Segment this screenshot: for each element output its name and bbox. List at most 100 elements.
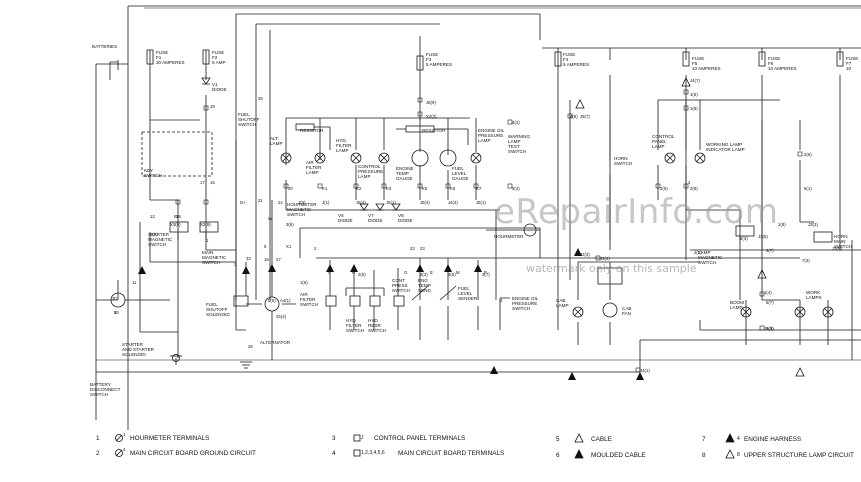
alternator-label: ALTERNATOR: [260, 340, 291, 345]
terminal-number: K6: [450, 186, 456, 191]
terminal-number: 15: [210, 180, 215, 185]
fuel-level-sender-label: FUEL LEVEL SENDER: [458, 286, 478, 301]
engine-oil-pressure-lamp-label: ENGINE OIL PRESSURE LAMP: [478, 128, 505, 143]
fuse-f4-label: FUSE F4 5 AMPERES: [563, 52, 590, 67]
terminal-number: J5(1): [476, 200, 486, 205]
terminal-number: 17: [200, 180, 205, 185]
control-pressure-lamp-label: CONTROL PRESSURE LAMP: [358, 164, 384, 179]
eng-temp-send-label: ENG TEMP SEND: [418, 278, 431, 293]
work-lamps-label: WORK LAMPS: [806, 290, 822, 300]
terminal-number: J6(1): [386, 200, 396, 205]
resistor-2-label: RESISTOR: [422, 128, 446, 133]
terminal-number: 12: [150, 214, 155, 219]
legend-number: 3: [332, 435, 336, 442]
cab-fan-label: CAB FAN: [622, 306, 632, 316]
terminal-number: 1(6): [300, 280, 308, 285]
terminal-number: G: [404, 270, 408, 275]
terminal-number: P: [484, 270, 487, 275]
terminal-number: J2(3): [580, 252, 590, 257]
terminal-number: J(1): [322, 200, 330, 205]
terminal-number: J4(4): [448, 200, 458, 205]
fuel-level-gauge-label: FUEL LEVEL GAUGE: [452, 166, 469, 181]
key-switch-label: KEY SWITCH: [144, 168, 163, 178]
horn-switch-label: HORN SWITCH: [614, 156, 633, 166]
cont-press-switch-label: CONT PRESS SWITCH: [392, 278, 411, 293]
terminal-number: 50: [114, 310, 119, 315]
legend-number: 5: [556, 436, 560, 443]
air-filter-switch-label: AIR FILTER SWITCH: [300, 292, 319, 307]
terminal-number: X3(9): [170, 222, 181, 227]
legend-superscript: 1: [123, 432, 126, 437]
legend-superscript: 1,2,3,4,5,6: [361, 450, 385, 456]
hourmeter-label: HOURMETER: [494, 234, 524, 239]
terminal-number: E: [430, 270, 433, 275]
terminal-number: J6(4): [356, 200, 366, 205]
terminal-number: 3(7): [482, 272, 490, 277]
resistor-1-label: RESISTOR: [300, 128, 324, 133]
terminal-number: 2(7): [766, 248, 774, 253]
legend-text: ENGINE HARNESS: [744, 436, 802, 443]
lamp-magnetic-switch-label: LAMP MAGNETIC SWITCH: [698, 250, 723, 265]
legend-superscript: 4: [737, 436, 740, 442]
terminal-number: J3(3): [808, 222, 818, 227]
legend-text: CABLE: [591, 436, 612, 443]
terminal-number: 2(3): [740, 236, 748, 241]
legend-text: HOURMETER TERMINALS: [130, 435, 210, 442]
legend-number: 7: [702, 436, 706, 443]
v8-diode-label: V8 DIODE: [398, 213, 413, 223]
terminal-number: J6(9): [426, 100, 436, 105]
terminal-number: 4: [500, 298, 503, 303]
working-lamp-indicator-label: WORKING LAMP INDICATOR LAMP: [706, 142, 745, 152]
terminal-number: J1(4): [600, 256, 610, 261]
terminal-number: 3(5): [286, 222, 294, 227]
watermark-main: eRepairInfo.com: [494, 192, 779, 232]
v6-diode-label: V6 DIODE: [338, 213, 353, 223]
terminal-number: J5(4): [420, 200, 430, 205]
terminal-number: B: [174, 214, 177, 219]
terminal-number: J4(1): [640, 368, 650, 373]
fuel-shutoff-solenoid-label: FUEL SHUTOFF SOLENOID: [206, 302, 230, 317]
terminal-number: J3(5): [758, 234, 768, 239]
fuse-f2-label: FUSE F2 5 AMP: [212, 50, 226, 65]
terminal-number: 2(6): [804, 152, 812, 157]
main-magnetic-switch-label: MAIN MAGNETIC SWITCH: [202, 250, 227, 265]
terminal-number: 3(6): [448, 272, 456, 277]
legend-number: 8: [702, 452, 706, 459]
starter-solenoid-label: STARTER AND STARTER SOLENOID: [122, 342, 154, 357]
terminal-number: 2(5): [660, 186, 668, 191]
cable-markers: [138, 77, 805, 380]
legend-superscript: 8: [737, 452, 740, 458]
terminal-number: 6(9): [766, 326, 774, 331]
terminal-number: D+: [240, 200, 246, 205]
cab-lamp-label: CAB LAMP: [556, 298, 569, 308]
terminal-number: 18: [176, 214, 181, 219]
legend-text: MOULDED CABLE: [591, 452, 646, 459]
hyd-filter-switch-label: HYD FILTER SWITCH: [346, 318, 365, 333]
terminal-number: J3(9): [832, 246, 842, 251]
boom-lamp-label: BOOM LAMP: [730, 300, 745, 310]
legend-number: 4: [332, 450, 336, 457]
legend-number: 6: [556, 452, 560, 459]
terminal-number: 3: [114, 310, 117, 315]
terminal-number: 2: [688, 180, 691, 185]
terminal-number: 25(4): [276, 314, 287, 319]
terminal-number: 4(9): [570, 114, 578, 119]
terminal-number: 3(3): [420, 272, 428, 277]
terminal-number: H: [352, 270, 356, 275]
ground-symbols: [170, 354, 252, 369]
terminal-number: 22: [410, 246, 415, 251]
terminals: [175, 89, 803, 373]
horn-main-switch-label: HORN MAIN SWITCH: [834, 234, 853, 249]
fuse-f6-label: FUSE F6 10 AMPERES: [768, 56, 797, 71]
legend-text: CONTROL PANEL TERMINALS: [374, 435, 466, 442]
terminal-number: 21: [258, 198, 263, 203]
hyd-resr-switch-label: HYD RESR SWITCH: [368, 318, 387, 333]
diode-v1-label: V1 DIODE: [212, 82, 227, 92]
hyd-filter-lamp-label: HYD. FILTER LAMP: [336, 138, 352, 153]
air-filter-lamp-label: AIR FILTER LAMP: [306, 160, 322, 175]
terminal-number: 25: [258, 96, 263, 101]
terminal-number: A: [328, 270, 331, 275]
fuse-f5-label: FUSE F5 10 AMPERES: [692, 56, 721, 71]
terminal-number: 19: [210, 104, 215, 109]
terminal-number: K1: [322, 186, 328, 191]
